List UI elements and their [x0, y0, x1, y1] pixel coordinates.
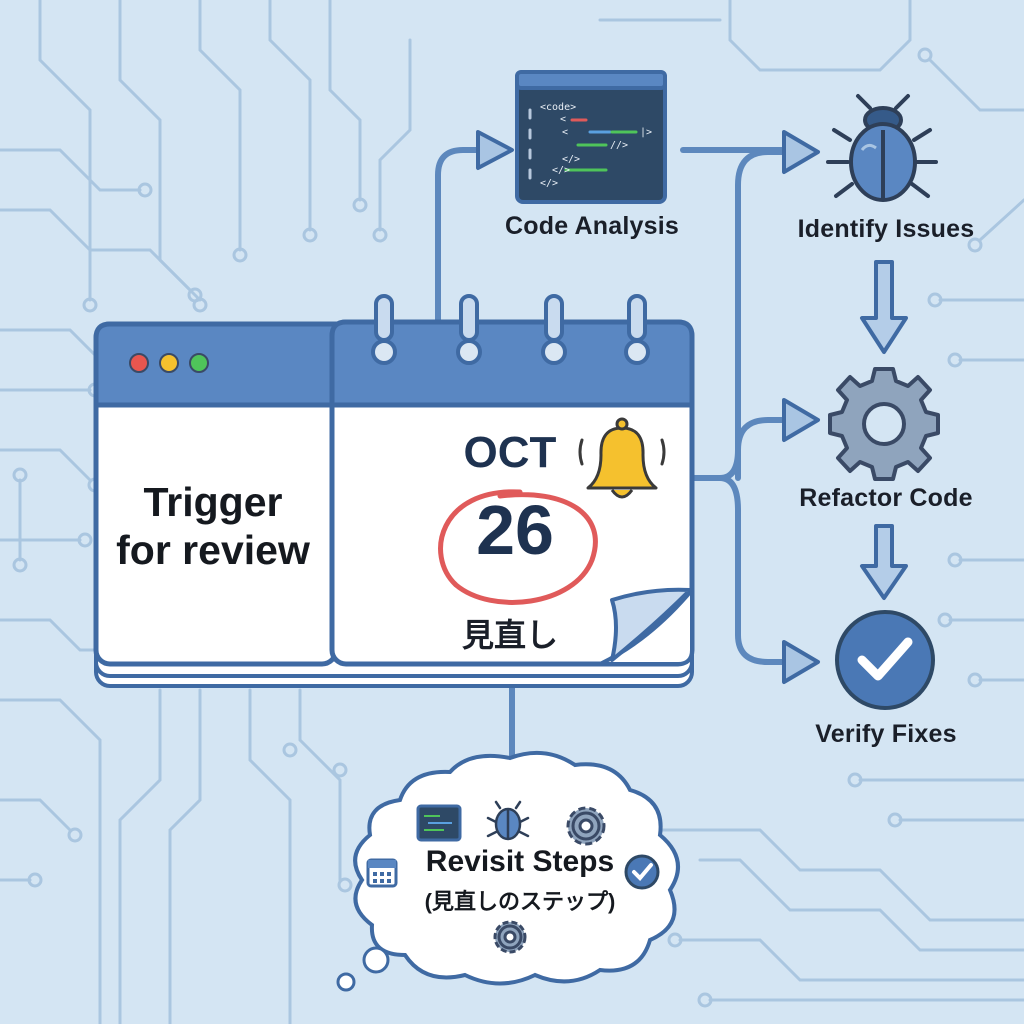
trigger-title: Trigger for review — [96, 478, 330, 574]
date-highlight-circle — [438, 489, 598, 605]
browser-window — [93, 321, 339, 667]
verify-fixes-label: Verify Fixes — [815, 720, 957, 748]
mini-code-icon — [416, 804, 462, 842]
trigger-line1: Trigger — [143, 479, 283, 525]
traffic-lights-icon — [129, 353, 209, 373]
bell-icon — [578, 417, 666, 499]
cloud-subtitle: (見直しのステップ) — [424, 889, 616, 914]
svg-text:|>: |> — [640, 127, 652, 138]
code-analysis-label: Code Analysis — [505, 212, 679, 240]
arrow-head-refactor — [782, 398, 820, 442]
svg-text://>: //> — [610, 140, 628, 151]
mini-check-icon — [624, 854, 660, 890]
calendar-day: 26 — [476, 491, 554, 569]
identify-issues-label: Identify Issues — [797, 215, 975, 243]
mini-bug-icon — [486, 800, 530, 841]
trigger-line2: for review — [116, 527, 310, 573]
connector-to-identify — [735, 149, 793, 481]
refactor-code-label: Refactor Code — [799, 484, 973, 512]
calendar-rings — [371, 294, 650, 365]
calendar-icon — [366, 858, 398, 888]
calendar-page — [329, 294, 695, 667]
arrow-head-code — [476, 130, 514, 170]
arrow-refactor-to-verify — [860, 524, 908, 600]
cloud-title: Revisit Steps — [425, 845, 615, 878]
calendar-note: 見直し — [461, 617, 558, 653]
svg-text:</>: </> — [552, 165, 570, 176]
svg-text:</>: </> — [540, 178, 558, 189]
connector-to-code-analysis — [435, 147, 488, 323]
mini-gear-icon — [566, 806, 606, 846]
arrow-head-identify — [782, 130, 820, 174]
mini-gear-bottom-icon — [493, 920, 527, 954]
svg-text:<: < — [560, 114, 566, 125]
connector-to-verify — [717, 475, 793, 665]
arrow-head-verify — [782, 640, 820, 684]
svg-text:<: < — [562, 127, 568, 138]
svg-text:</>: </> — [562, 154, 580, 165]
connector-to-refactor — [717, 417, 793, 481]
code-tag-text: <code> — [540, 102, 576, 113]
arrow-identify-to-refactor — [860, 260, 908, 354]
calendar-month: OCT — [463, 428, 557, 477]
